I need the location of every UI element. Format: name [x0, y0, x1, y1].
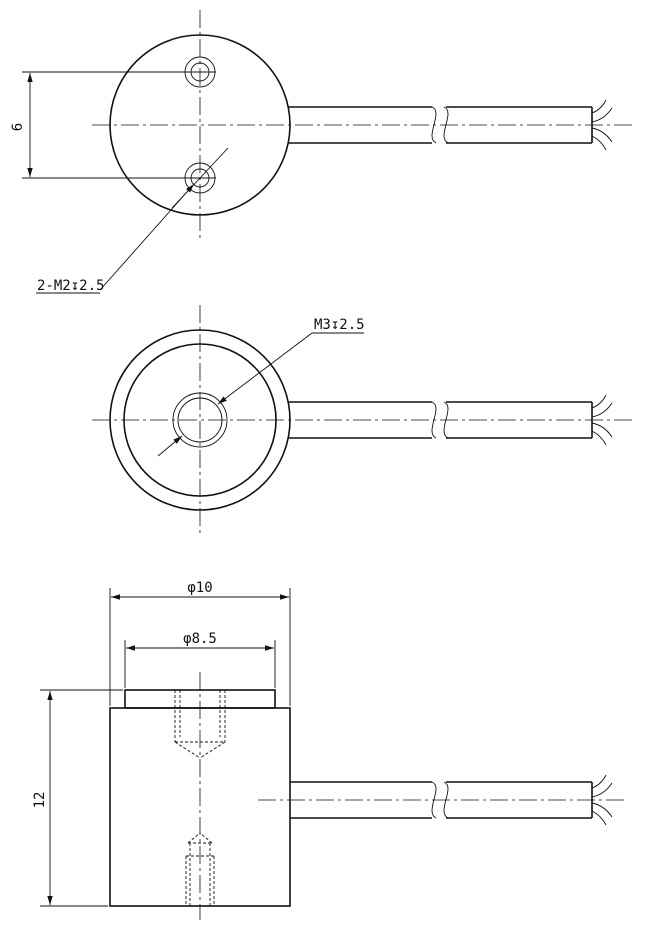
dimension-height: 12 — [32, 689, 123, 907]
dimension-hole-spacing: 6 — [10, 71, 186, 179]
callout-holes-label: 2-M2↧2.5 — [37, 278, 104, 294]
callout-hole-label: M3↧2.5 — [314, 317, 365, 333]
dimension-boss-diameter-label: φ8.5 — [183, 631, 217, 647]
dimension-hole-spacing-label: 6 — [10, 123, 26, 131]
dimension-outer-diameter-label: φ10 — [187, 580, 212, 596]
dimension-boss-diameter: φ8.5 — [124, 631, 276, 688]
dimension-height-label: 12 — [32, 792, 48, 809]
dimension-outer-diameter: φ10 — [109, 580, 291, 706]
leader-holes-callout: 2-M2↧2.5 — [36, 147, 229, 294]
top-view: 6 2-M2↧2.5 — [10, 10, 635, 294]
leader-hole-callout: M3↧2.5 — [157, 317, 365, 457]
bottom-view: M3↧2.5 — [92, 305, 635, 535]
bottom-view-cable — [288, 394, 613, 446]
bottom-view-center-hole — [172, 392, 228, 448]
side-view: φ10 φ8.5 12 — [32, 580, 625, 920]
side-view-cable — [258, 774, 625, 826]
side-view-upper-thread — [174, 690, 226, 759]
side-view-lower-thread — [185, 832, 215, 906]
top-view-cable — [288, 99, 613, 151]
